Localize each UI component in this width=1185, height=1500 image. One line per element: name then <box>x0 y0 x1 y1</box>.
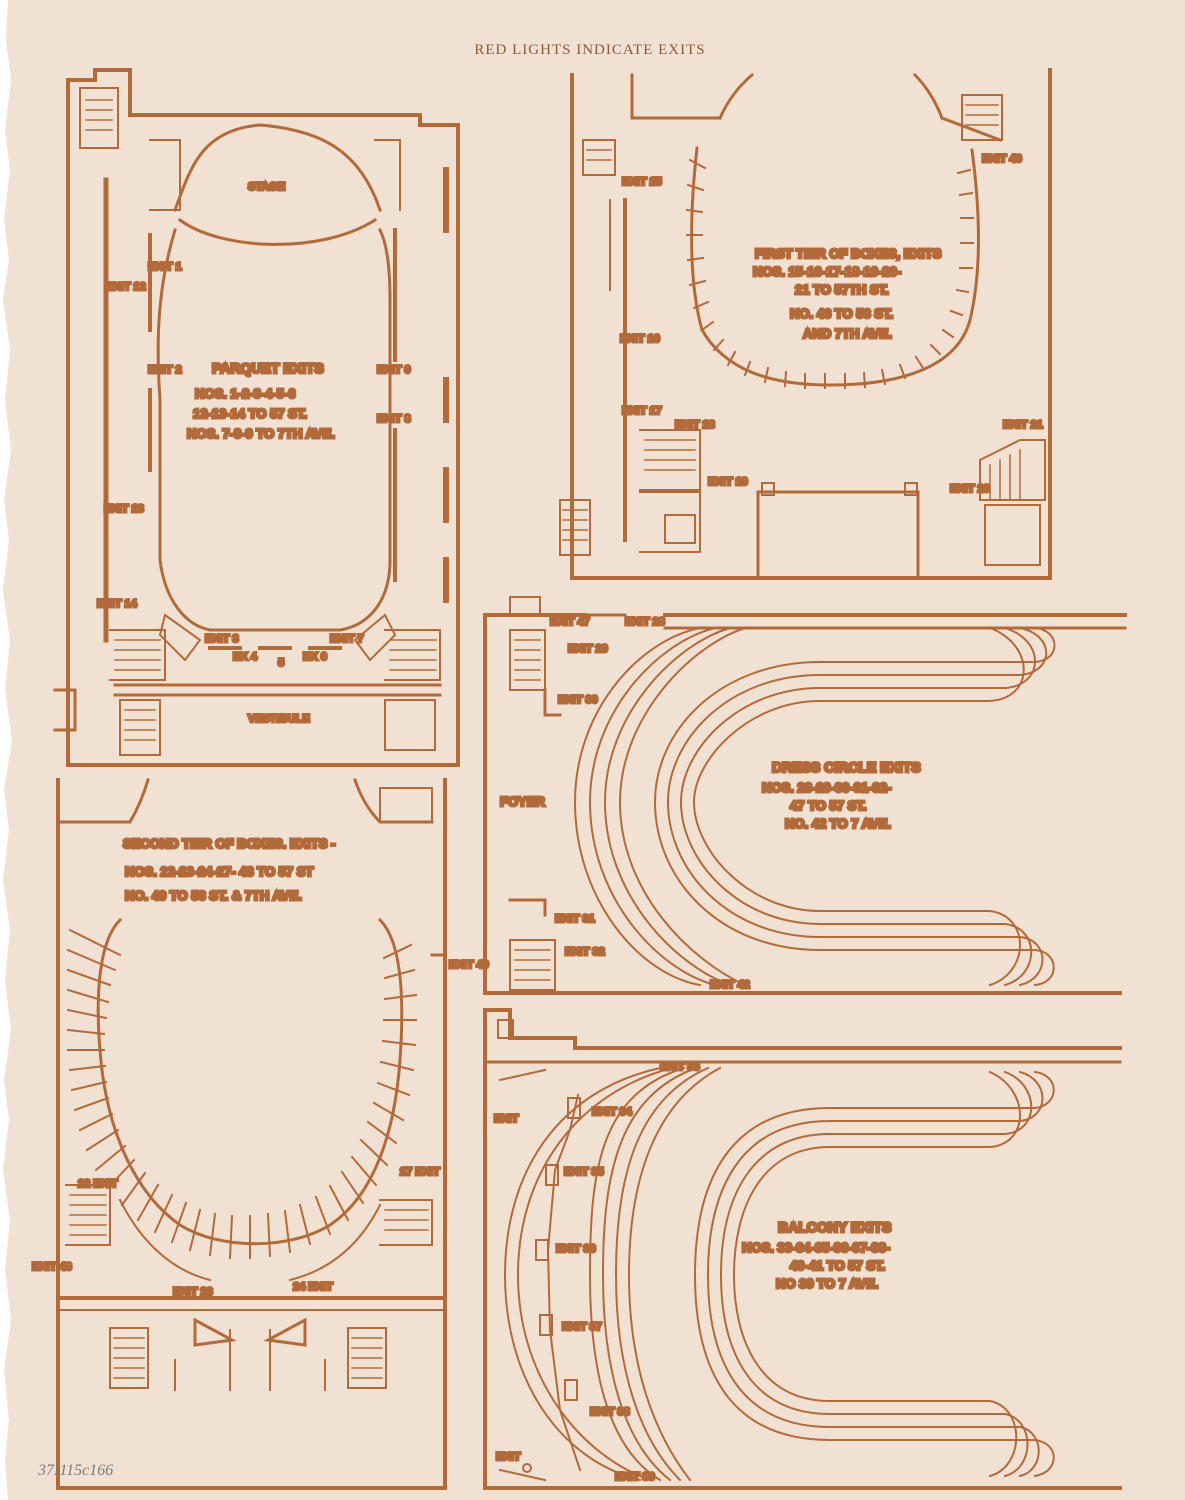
second-tier-exit-24: 24 EXIT <box>293 1281 333 1293</box>
first-tier-exit-19: EXIT 19 <box>708 476 748 488</box>
parquet-exit-12: EXIT 12 <box>106 281 146 293</box>
second-tier-box-markers <box>66 928 418 1260</box>
foyer-label: FOYER <box>500 794 545 809</box>
dress-circle-line2: 47 TO 57 ST. <box>790 798 866 813</box>
first-tier-line1: NOS. 15-16-17-18-19-20- <box>753 264 901 279</box>
second-tier-exit-23: EXIT 23 <box>173 1286 213 1298</box>
first-tier-exit-21: EXIT 21 <box>1003 419 1043 431</box>
parquet-exit-9: EXIT 9 <box>377 364 411 376</box>
first-tier-exit-15: EXIT 15 <box>622 176 662 188</box>
balcony-title: BALCONY EXITS <box>778 1219 891 1235</box>
dress-circle-exit-29: EXIT 29 <box>568 643 608 655</box>
parquet-exit-7: EXIT 7 <box>330 633 364 645</box>
first-tier-exit-16: EXIT 16 <box>620 333 660 345</box>
parquet-exit-14: EXIT 14 <box>97 598 138 610</box>
first-tier-title: FIRST TIER OF BOXES, EXITS <box>755 246 942 261</box>
parquet-exit-13: EXIT 13 <box>104 503 144 515</box>
first-tier-exit-17: EXIT 17 <box>622 405 662 417</box>
balcony-plan <box>483 1008 1122 1490</box>
torn-page-edge <box>0 0 12 1500</box>
parquet-exit-5: 5 <box>278 657 284 669</box>
parquet-line1: NOS. 1-2-3-4-5-6 <box>195 386 295 401</box>
dress-circle-exit-47: EXIT 47 <box>550 616 590 628</box>
parquet-exit-3: EXIT 3 <box>205 633 239 645</box>
parquet-exit-8: EXIT 8 <box>377 413 411 425</box>
balcony-exit-36: EXIT 36 <box>556 1243 596 1255</box>
second-tier-line1: NOS. 22-23-24-27- 48 TO 57 ST <box>125 864 313 879</box>
first-tier-line2: 21 TO 57TH ST. <box>795 282 889 297</box>
first-tier-line4: AND 7TH AVE. <box>803 326 892 341</box>
parquet-exit-2: EXIT 2 <box>148 364 182 376</box>
parquet-title: PARQUET EXITS <box>212 360 324 376</box>
second-tier-plan <box>56 778 447 1490</box>
balcony-line1: NOS. 33-34-35-36-37-38- <box>742 1240 890 1255</box>
dress-circle-plan <box>483 596 1127 995</box>
balcony-exit-34: EXIT 34 <box>592 1106 633 1118</box>
second-tier-exit-48: EXIT 48 <box>32 1261 72 1273</box>
dress-circle-exit-32: EXIT 32 <box>565 946 605 958</box>
balcony-exit-38: EXIT 38 <box>590 1406 630 1418</box>
dress-circle-exit-28: EXIT 28 <box>625 616 665 628</box>
catalog-mark: 37I115c166 <box>38 1462 114 1479</box>
first-tier-exit-46: EXIT 46 <box>982 153 1022 165</box>
balcony-exit-37: EXIT 37 <box>562 1321 602 1333</box>
balcony-line3: NO 39 TO 7 AVE. <box>776 1276 878 1291</box>
parquet-exit-1: EXIT 1 <box>148 261 182 273</box>
parquet-plan <box>53 68 460 767</box>
first-tier-box-markers <box>685 158 974 389</box>
dress-circle-line1: NOS. 28-29-30-31-32- <box>762 780 891 795</box>
first-tier-plan <box>559 68 1052 580</box>
header-title: RED LIGHTS INDICATE EXITS <box>474 42 706 58</box>
balcony-exit-bottom: EXIT <box>496 1451 521 1463</box>
dress-circle-exit-30: EXIT 30 <box>558 694 598 706</box>
dress-circle-title: DRESS CIRCLE EXITS <box>772 759 921 775</box>
second-tier-line2: NO. 49 TO 56 ST. & 7TH AVE. <box>125 888 302 903</box>
balcony-line2: 40-41 TO 57 ST. <box>790 1258 885 1273</box>
first-tier-exit-20: EXIT 20 <box>950 483 990 495</box>
stage-label: STAGE <box>248 181 285 193</box>
second-tier-exit-27: 27 EXIT <box>400 1166 440 1178</box>
first-tier-line3: NO. 46 TO 56 ST. <box>790 306 893 321</box>
parquet-line2: 12-13-14 TO 57 ST. <box>193 406 307 421</box>
balcony-exit-top: EXIT <box>494 1113 519 1125</box>
parquet-exit-6: EX 6 <box>303 651 327 663</box>
second-tier-exit-49: EXIT 49 <box>449 959 489 971</box>
balcony-exit-39: EXIT 39 <box>615 1471 655 1483</box>
parquet-line3: NOS. 7-8-9 TO 7TH AVE. <box>187 426 335 441</box>
balcony-exit-35: EXIT 35 <box>564 1166 604 1178</box>
first-tier-exit-18: EXIT 18 <box>675 419 715 431</box>
second-tier-exit-22: 22 EXIT <box>78 1178 118 1190</box>
balcony-exit-33: EXIT 33 <box>660 1061 700 1073</box>
vestibule-label: VESTIBULE <box>248 713 310 725</box>
dress-circle-exit-42: EXIT 42 <box>710 979 750 991</box>
dress-circle-exit-31: EXIT 31 <box>555 913 595 925</box>
dress-circle-line3: NO. 42 TO 7 AVE. <box>785 816 891 831</box>
second-tier-title: SECOND TIER OF BOXES. EXITS - <box>123 836 335 851</box>
parquet-exit-4: EX 4 <box>233 651 258 663</box>
